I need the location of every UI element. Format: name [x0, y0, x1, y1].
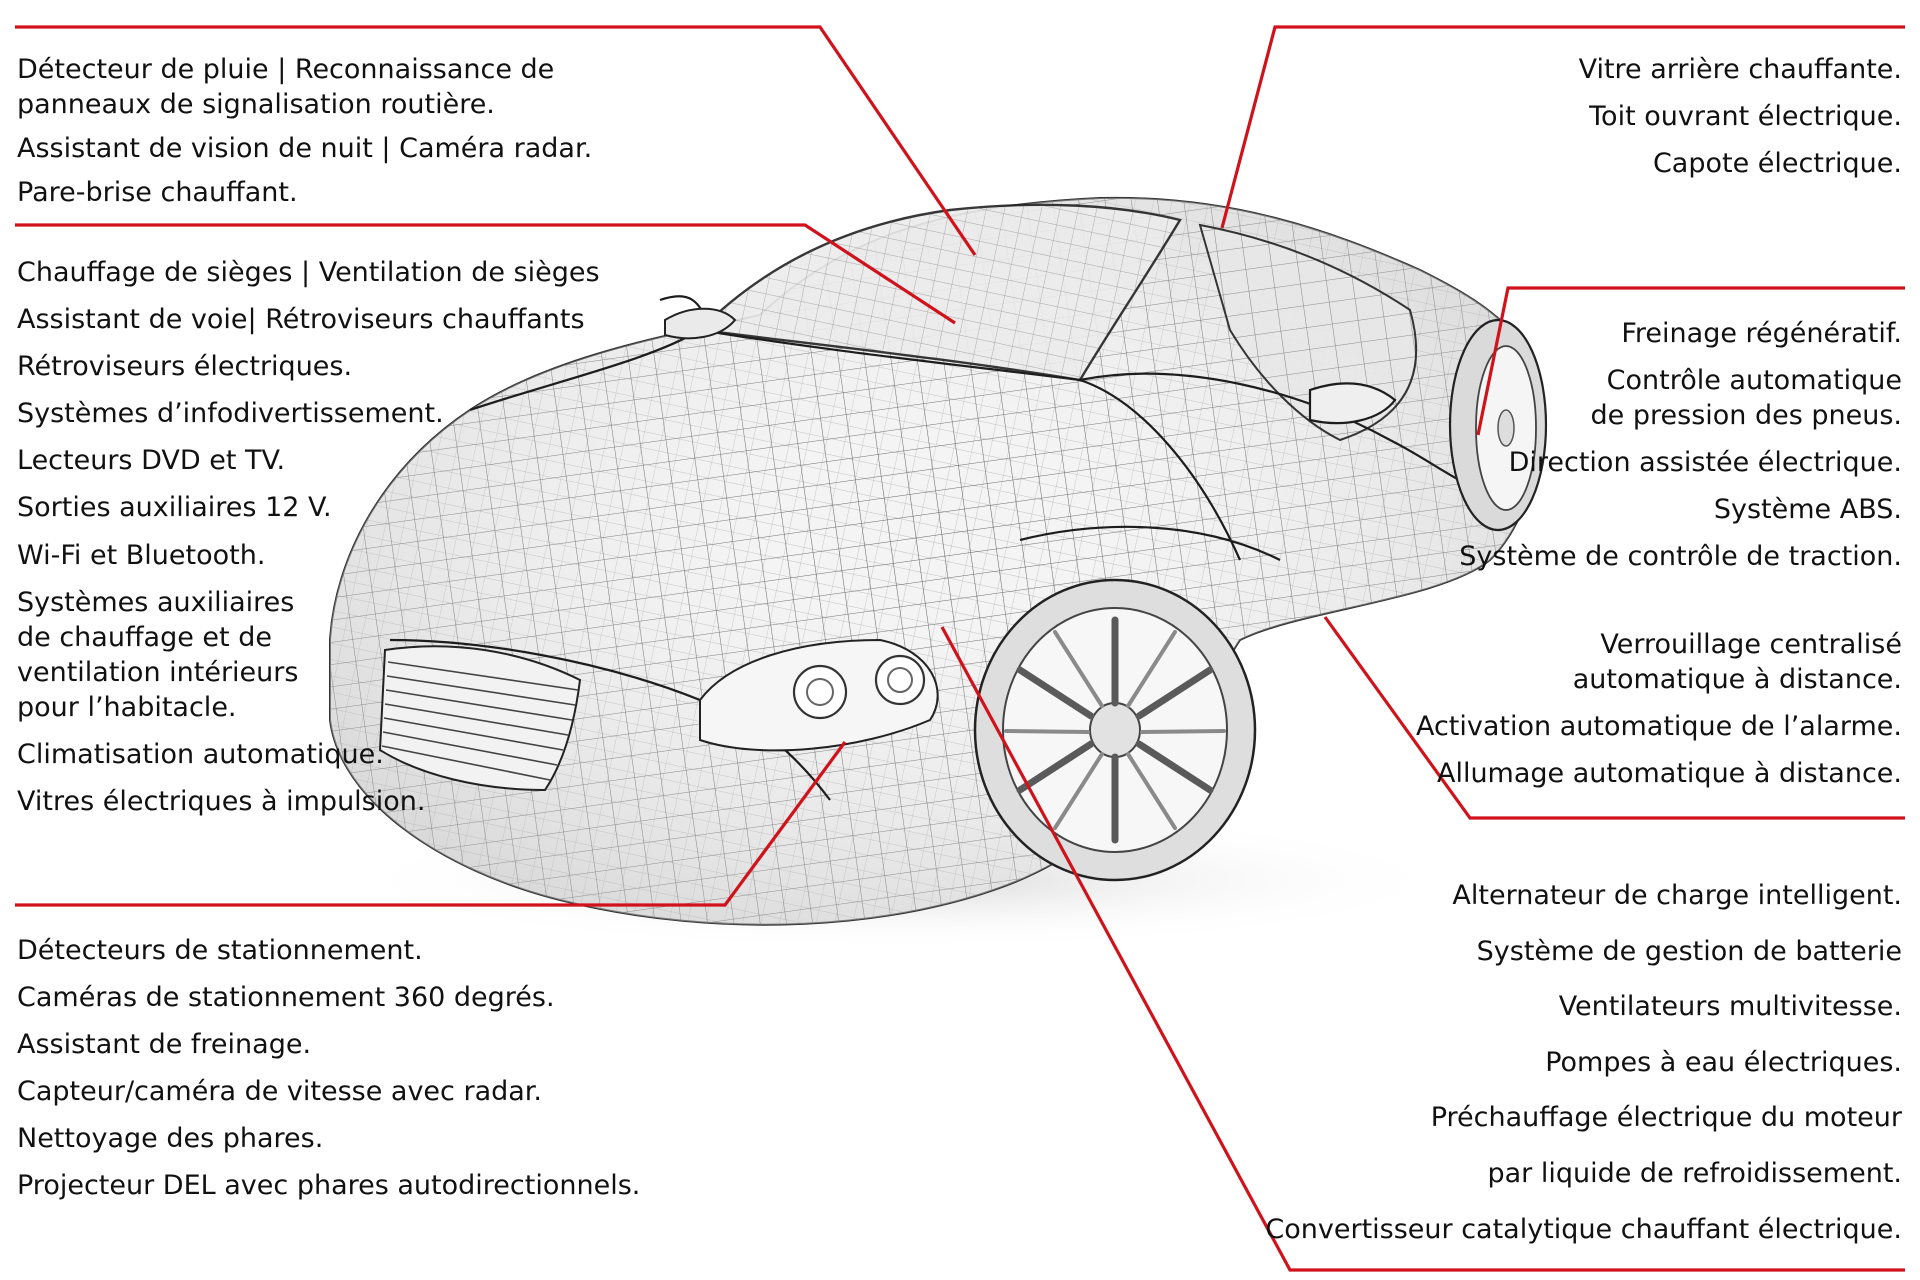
callout-item: Projecteur DEL avec phares autodirection…	[17, 1170, 641, 1202]
leader-line-cabin	[15, 223, 956, 325]
callout-cabin: Chauffage de sièges | Ventilation de siè…	[17, 255, 600, 831]
callout-item: Pompes à eau électriques.	[1545, 1046, 1902, 1078]
callout-roof: Vitre arrière chauffante. Toit ouvrant é…	[1579, 52, 1902, 193]
callout-item: Ventilateurs multivitesse.	[1558, 991, 1902, 1023]
callout-item: Verrouillage centralisé automatique à di…	[1572, 629, 1902, 696]
callout-item: Systèmes auxiliaires de chauffage et de …	[17, 586, 299, 723]
callout-item: Détecteur de pluie | Reconnaissance de p…	[17, 54, 555, 121]
callout-item: par liquide de refroidissement.	[1487, 1157, 1902, 1189]
front-grille	[378, 645, 582, 792]
callout-item: Toit ouvrant électrique.	[1589, 101, 1902, 133]
callout-item: Convertisseur catalytique chauffant élec…	[1265, 1213, 1902, 1245]
callout-item: Capteur/caméra de vitesse avec radar.	[17, 1076, 543, 1108]
callout-wheels: Freinage régénératif. Contrôle automatiq…	[1459, 316, 1902, 587]
callout-item: Alternateur de charge intelligent.	[1452, 880, 1902, 911]
callout-item: Assistant de freinage.	[17, 1029, 312, 1061]
leader-line-wheels	[1476, 286, 1905, 436]
callout-item: Vitre arrière chauffante.	[1578, 54, 1902, 85]
callout-item: Lecteurs DVD et TV.	[17, 445, 286, 477]
callout-item: Activation automatique de l’alarme.	[1415, 711, 1902, 743]
leader-line-front	[15, 741, 847, 907]
callout-item: Assistant de voie| Rétroviseurs chauffan…	[17, 304, 585, 336]
callout-item: Contrôle automatique de pression des pne…	[1590, 365, 1902, 432]
callout-doors: Verrouillage centralisé automatique à di…	[1416, 627, 1902, 803]
callout-item: Système ABS.	[1713, 494, 1902, 526]
callout-item: Préchauffage électrique du moteur	[1430, 1102, 1902, 1134]
callout-item: Direction assistée électrique.	[1508, 447, 1902, 479]
callout-item: Détecteurs de stationnement.	[17, 935, 423, 966]
leader-line-engine	[940, 626, 1905, 1272]
callout-item: Pare-brise chauffant.	[17, 177, 298, 209]
callout-item: Caméras de stationnement 360 degrés.	[17, 982, 555, 1014]
callout-item: Nettoyage des phares.	[17, 1123, 324, 1155]
leader-line-doors	[1323, 616, 1905, 820]
callout-item: Chauffage de sièges | Ventilation de siè…	[17, 257, 600, 288]
front-wheel	[973, 578, 1257, 882]
headlight	[699, 638, 939, 752]
left-mirror	[664, 307, 737, 340]
callout-item: Wi-Fi et Bluetooth.	[17, 539, 266, 571]
callout-item: Vitres électriques à impulsion.	[17, 786, 426, 818]
callout-item: Allumage automatique à distance.	[1436, 758, 1902, 790]
callout-item: Freinage régénératif.	[1621, 318, 1902, 349]
callout-item: Système de contrôle de traction.	[1459, 541, 1902, 573]
callout-item: Rétroviseurs électriques.	[17, 351, 353, 383]
leader-line-windshield	[15, 25, 977, 256]
callout-item: Sorties auxiliaires 12 V.	[17, 492, 332, 524]
rear-wheel	[1448, 318, 1548, 532]
callout-front: Détecteurs de stationnement. Caméras de …	[17, 933, 640, 1216]
leader-line-set	[15, 25, 1905, 1272]
callout-item: Climatisation automatique.	[17, 739, 384, 771]
callout-engine: Alternateur de charge intelligent. Systè…	[1265, 878, 1902, 1267]
callout-item: Capote électrique.	[1652, 148, 1902, 180]
callout-item: Système de gestion de batterie	[1476, 935, 1902, 967]
callout-item: Assistant de vision de nuit | Caméra rad…	[17, 133, 593, 165]
callout-item: Systèmes d’infodivertissement.	[17, 398, 444, 430]
leader-line-roof	[1220, 25, 1905, 229]
callout-windshield: Détecteur de pluie | Reconnaissance de p…	[17, 52, 592, 219]
